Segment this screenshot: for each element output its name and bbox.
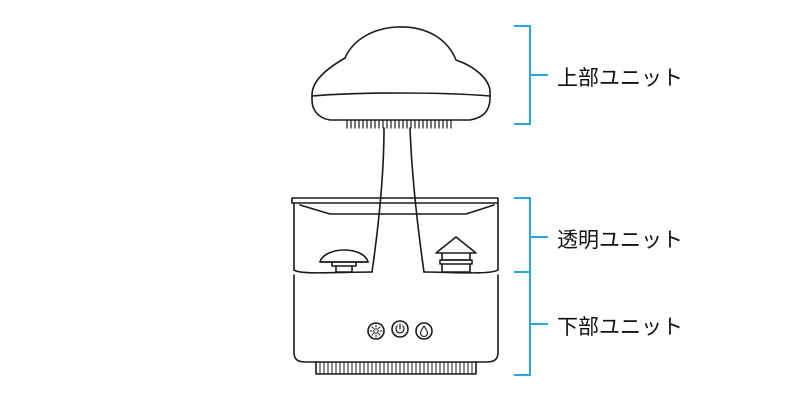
power-button[interactable] [391,320,409,338]
stem [371,127,425,273]
bracket-lower [514,271,548,376]
lower-unit [293,274,499,375]
base-body [293,274,499,363]
cloud-rim [311,92,491,97]
bracket-transparent [514,197,548,273]
cloud-top [311,26,491,121]
mist-button[interactable] [415,322,433,340]
power-icon [395,323,405,334]
light-button[interactable] [367,322,385,340]
water-line [293,269,499,274]
transparent-unit [291,197,499,274]
sun-icon [369,324,383,338]
grille [319,361,473,375]
bracket-upper [514,25,548,125]
tank-inner-rim [299,204,495,215]
small-mushroom [319,249,369,273]
cap-vents [346,119,452,129]
label-transparent-unit: 透明ユニット [557,228,683,252]
small-house [435,236,477,273]
upper-unit [311,26,491,129]
label-upper-unit: 上部ユニット [557,66,683,90]
brackets [514,25,548,376]
label-lower-unit: 下部ユニット [557,315,683,339]
droplet-icon [419,325,429,338]
tank-lid [291,197,499,204]
